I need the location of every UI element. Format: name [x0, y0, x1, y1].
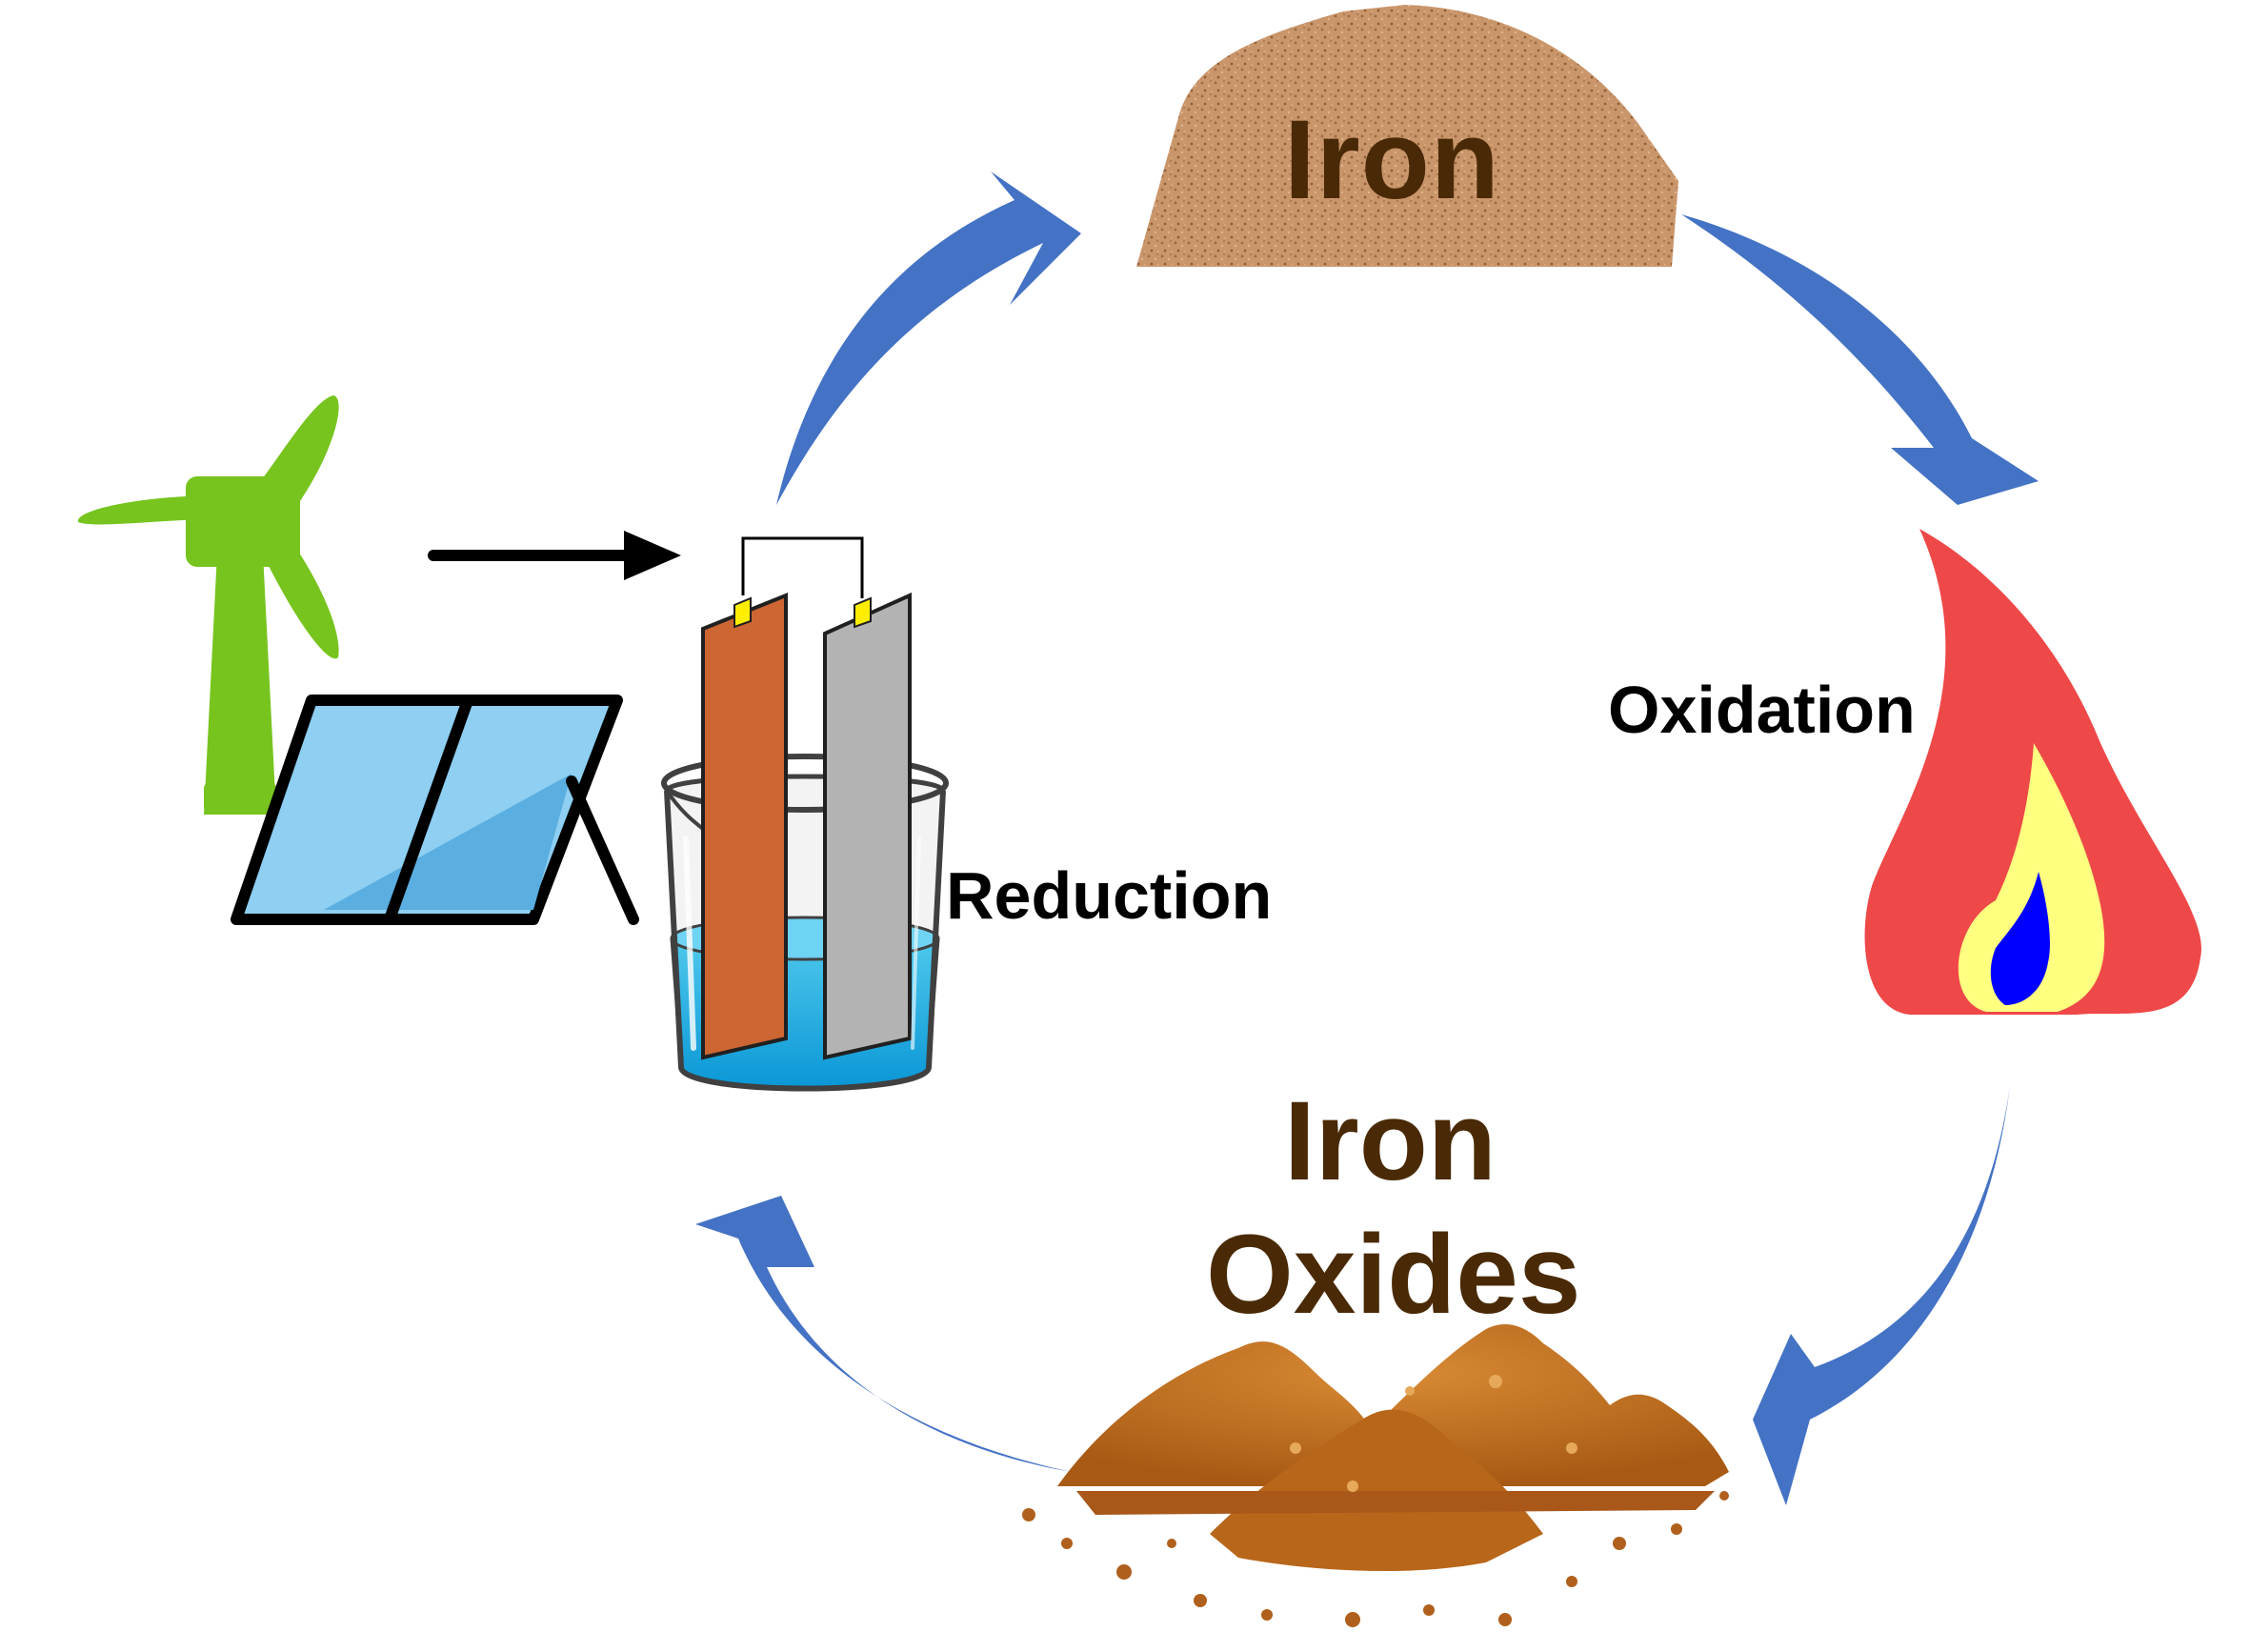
steel-electrode	[823, 592, 912, 1060]
cycle-arrow-iron-to-oxidation	[1681, 214, 2039, 505]
iron-oxide-pile-icon	[1022, 1324, 1729, 1627]
iron-oxides-label-line1: Iron	[1284, 1078, 1497, 1204]
power-flow-arrow	[428, 531, 681, 580]
solar-panel-icon	[231, 695, 639, 925]
oxidation-label: Oxidation	[1608, 673, 1916, 747]
cycle-arrow-oxidation-to-oxides	[1753, 1086, 2010, 1505]
iron-label: Iron	[1284, 97, 1500, 223]
cycle-arrow-oxides-to-reduction	[695, 1196, 1072, 1472]
flame-icon	[1864, 529, 2201, 1015]
cycle-arrow-reduction-to-iron	[776, 171, 1081, 505]
iron-oxides-label-line2: Oxides	[1206, 1212, 1581, 1338]
copper-electrode	[701, 593, 788, 1060]
iron-powder-pile-icon	[1136, 5, 1678, 267]
wind-turbine-icon	[77, 395, 339, 815]
reduction-label: Reduction	[946, 858, 1273, 933]
electrolysis-beaker-icon	[661, 536, 949, 1092]
